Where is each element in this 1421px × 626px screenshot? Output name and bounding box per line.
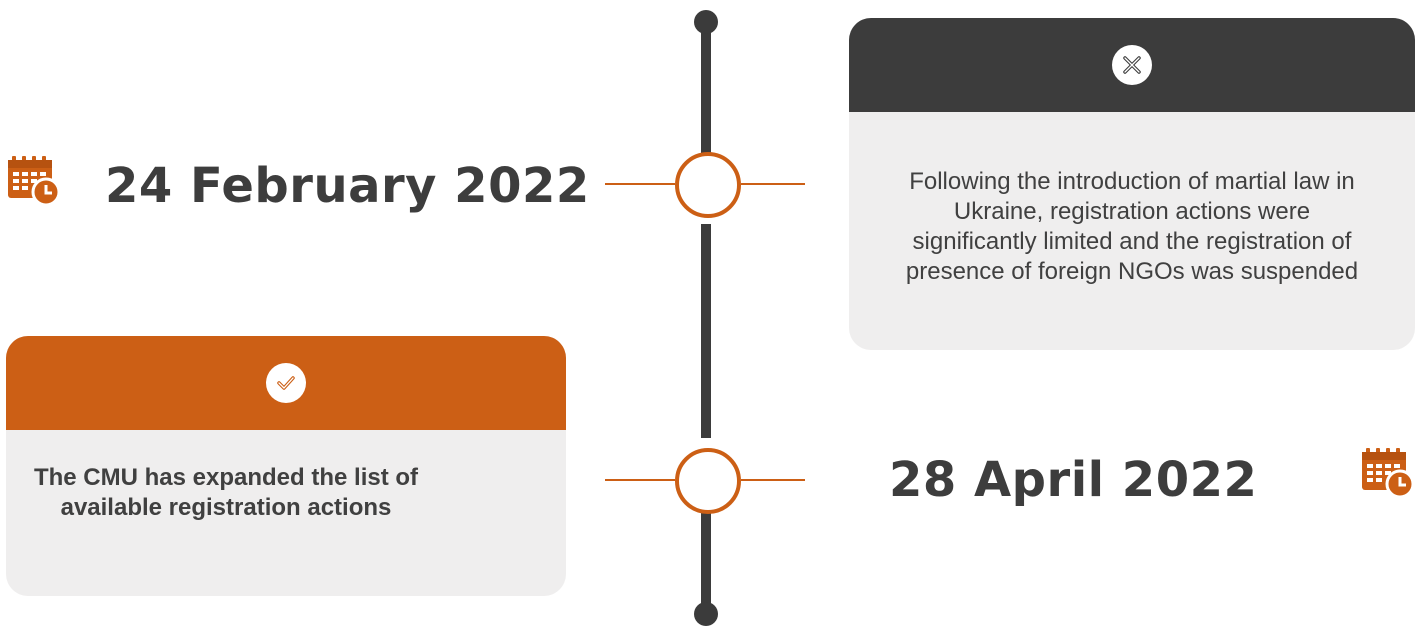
timeline-axis-bottom <box>701 490 711 612</box>
event-card-text-1: Following the introduction of martial la… <box>905 168 1359 285</box>
event-card-text-2: The CMU has expanded the list of availab… <box>33 464 419 521</box>
x-mark-icon <box>1112 45 1152 85</box>
connector-left-1 <box>605 183 675 185</box>
timeline-node-1 <box>675 152 741 218</box>
checkmark-icon <box>266 363 306 403</box>
timeline-axis-top <box>701 22 711 172</box>
event-card-header-2 <box>6 336 566 430</box>
timeline-start-dot <box>694 10 718 34</box>
connector-right-2 <box>741 479 805 481</box>
event-date-2: 28 April 2022 <box>889 452 1258 508</box>
event-card-1: Following the introduction of martial la… <box>849 18 1415 350</box>
calendar-clock-icon <box>8 154 61 211</box>
timeline-axis-middle <box>701 224 711 438</box>
timeline-end-dot <box>694 602 718 626</box>
connector-right-1 <box>741 183 805 185</box>
timeline-node-2 <box>675 448 741 514</box>
event-card-header-1 <box>849 18 1415 112</box>
calendar-clock-icon <box>1362 446 1415 503</box>
event-card-2: The CMU has expanded the list of availab… <box>6 336 566 596</box>
connector-left-2 <box>605 479 675 481</box>
event-date-1: 24 February 2022 <box>105 158 590 214</box>
